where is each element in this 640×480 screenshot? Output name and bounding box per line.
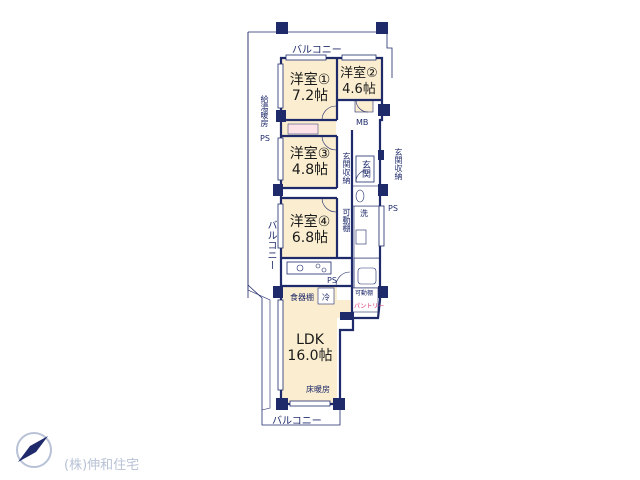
sink-icon — [296, 264, 304, 272]
western2-label: 洋室② 4.6帖 — [336, 66, 382, 98]
ps-kitchen-label: PS — [327, 276, 337, 285]
ldk-label: LDK 16.0帖 — [284, 332, 336, 364]
movable-shelf-label: 可動棚 — [342, 208, 351, 232]
western3-name: 洋室③ — [289, 146, 331, 162]
western3-floor — [281, 136, 336, 188]
genkan-label: 玄関 — [360, 160, 370, 178]
balcony-top-label: バルコニー — [292, 45, 342, 56]
genkan-box — [355, 155, 375, 183]
door-swings — [321, 99, 371, 287]
bathtub-icon — [357, 267, 377, 285]
water-heater-label: 給湯暖房 — [260, 95, 269, 127]
balcony-outline — [247, 31, 393, 426]
pantry-label: パントリー — [354, 303, 385, 310]
western1-label: 洋室① 7.2帖 — [284, 72, 336, 104]
balcony-bottom-label: バルコニー — [272, 416, 322, 427]
western4-name: 洋室④ — [289, 214, 331, 230]
western4-size: 6.8帖 — [291, 230, 329, 246]
company-name: (株)伸和住宅 — [64, 458, 140, 473]
ldk-name: LDK — [296, 332, 324, 348]
floor-heating-label: 床暖房 — [306, 385, 330, 394]
windows — [277, 54, 385, 407]
company-logo-icon — [16, 432, 52, 468]
pantry-box — [351, 287, 379, 313]
balcony-left-label: バルコニー — [265, 220, 276, 270]
ps-left-label: PS — [260, 134, 270, 143]
western4-label: 洋室④ 6.8帖 — [284, 214, 336, 246]
western2-size: 4.6帖 — [342, 82, 376, 97]
dish-shelf-label: 食器棚 — [290, 293, 314, 302]
western2-name: 洋室② — [340, 66, 378, 81]
ldk-floor — [281, 286, 337, 404]
fridge-label: 冷 — [322, 293, 330, 302]
western4-floor — [281, 198, 337, 258]
stove-icon — [315, 263, 321, 269]
pillars — [273, 22, 390, 410]
toilet-icon — [355, 189, 365, 203]
western2-floor — [338, 58, 382, 100]
wash-label: 洗 — [360, 209, 368, 218]
western3-label: 洋室③ 4.8帖 — [284, 146, 336, 178]
ldk-size: 16.0帖 — [287, 348, 333, 364]
ps-right-label: PS — [388, 204, 398, 213]
western1-name: 洋室① — [289, 72, 331, 88]
western3-size: 4.8帖 — [291, 162, 329, 178]
mb-label: MB — [356, 118, 369, 127]
movable-shelf-pantry-label: 可動棚 — [355, 290, 374, 297]
fridge-box — [317, 287, 335, 305]
washbasin-icon — [355, 229, 367, 245]
balcony-outline-left — [247, 32, 271, 411]
w1-closet — [287, 123, 319, 135]
genkan-storage-inner-label: 玄関収納 — [342, 152, 351, 184]
genkan-storage-outer-label: 玄関収納 — [394, 148, 403, 180]
western1-size: 7.2帖 — [291, 88, 329, 104]
